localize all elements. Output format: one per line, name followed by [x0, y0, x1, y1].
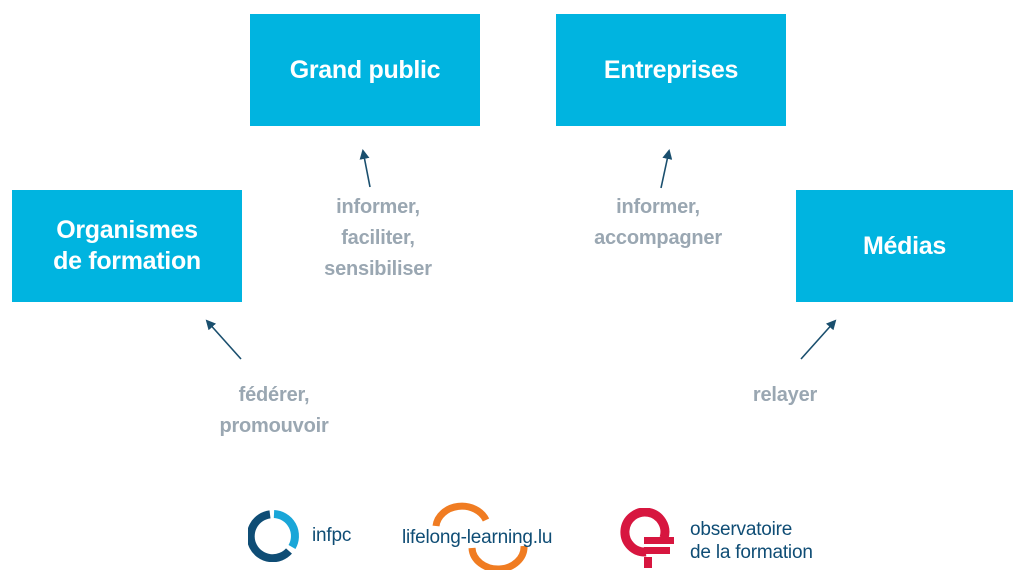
arrow-grand-public: [359, 149, 371, 188]
verbs-grand-public: informer, faciliter, sensibiliser: [300, 192, 456, 285]
box-entreprises: Entreprises: [556, 14, 786, 126]
box-medias: Médias: [796, 190, 1013, 302]
verb-organismes-2: promouvoir: [219, 415, 329, 437]
box-organismes: Organismes de formation: [12, 190, 242, 302]
verb-grand-public-3: sensibiliser: [324, 258, 432, 280]
arrow-medias: [800, 319, 837, 360]
box-entreprises-label: Entreprises: [603, 55, 739, 84]
box-organismes-label-line2: de formation: [53, 247, 201, 275]
verb-grand-public-2: faciliter,: [341, 227, 415, 249]
verbs-medias: relayer: [735, 380, 835, 411]
lifelong-learning-arcs-icon: [432, 502, 528, 570]
observatoire-logo-text: observatoire de la formation: [690, 518, 813, 564]
observatoire-text-line1: observatoire: [690, 519, 793, 540]
box-grand-public-label: Grand public: [289, 55, 441, 84]
observatoire-text-line2: de la formation: [690, 542, 813, 563]
verb-entreprises-2: accompagner: [594, 227, 722, 249]
observatoire-logo-icon: [620, 508, 674, 568]
infpc-logo-text: infpc: [312, 525, 352, 546]
box-organismes-label-line1: Organismes: [56, 216, 198, 244]
verb-medias-1: relayer: [752, 384, 818, 406]
arrow-entreprises: [660, 149, 673, 189]
verbs-entreprises: informer, accompagner: [574, 192, 742, 254]
box-grand-public: Grand public: [250, 14, 480, 126]
box-medias-label: Médias: [863, 231, 946, 260]
verb-grand-public-1: informer,: [336, 196, 420, 218]
verb-entreprises-1: informer,: [616, 196, 700, 218]
arrow-organismes: [205, 319, 242, 360]
verbs-organismes: fédérer, promouvoir: [200, 380, 348, 442]
verb-organismes-1: fédérer,: [238, 384, 310, 406]
infpc-logo-icon: [248, 510, 299, 562]
lifelong-learning-text: lifelong-learning.lu: [402, 527, 553, 548]
